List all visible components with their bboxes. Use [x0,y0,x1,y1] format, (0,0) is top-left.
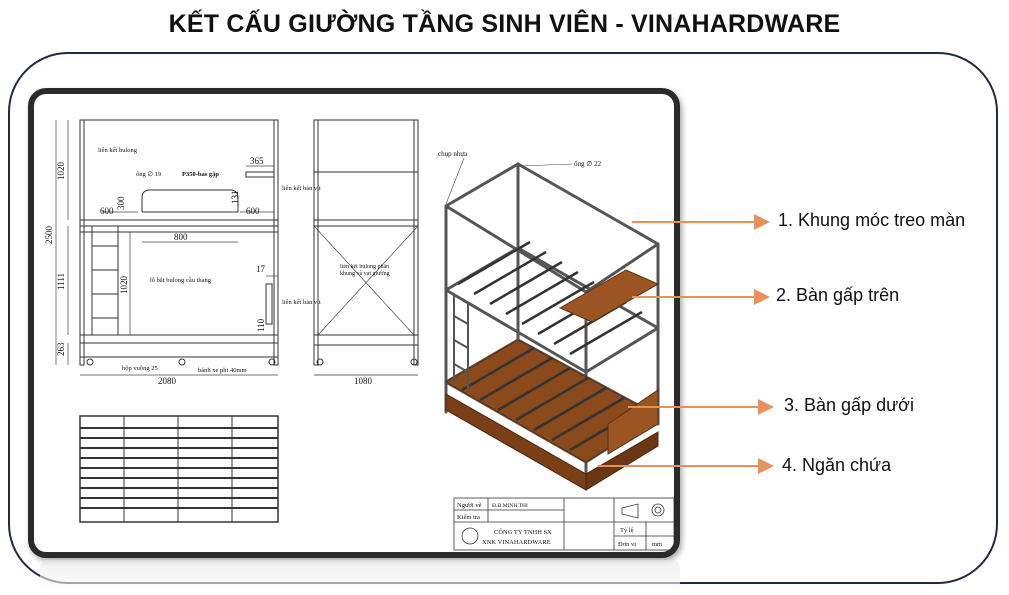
technical-drawing-card: 1020 2500 1111 1020 263 300 600 800 600 … [28,88,680,558]
front-annotations: liên kết bulong ống ∅ 19 P350-bas gập li… [98,147,321,374]
tb-kiem-tra: Kiểm tra [457,514,480,521]
dim-2500: 2500 [44,226,54,245]
dim-1111: 1111 [56,273,66,290]
tb-nguoi-ve-value: Đ.Đ.MINH THI [492,503,528,509]
dim-300: 300 [116,196,126,210]
dim-263: 263 [56,342,66,356]
tb-company-1: CÔNG TY TNHH SX [494,528,552,536]
upper-slats [457,240,643,356]
dim-800: 800 [174,232,188,242]
tb-ty-le: Tỷ lệ [620,527,634,534]
side-view [313,119,419,376]
tb-nguoi-ve: Người vẽ [457,502,482,509]
technical-drawing: 1020 2500 1111 1020 263 300 600 800 600 … [44,119,674,551]
dim-365: 365 [250,156,264,166]
title-block [453,497,674,551]
label-side-lien-ket: liên kết bulong phần khung và vạt giường [340,264,390,277]
label-lien-ket-ban-vit-2: liên kết bản vít [282,299,321,306]
label-chup-nhua: chụp nhựa [438,150,468,158]
tb-company-2: XNK VINAHARDWARE [482,539,551,546]
dim-110: 110 [256,318,266,332]
plan-view [79,415,279,523]
label-lo-bat-bulong: lỗ bắt bulong cầu thang [150,277,212,284]
front-dimension-texts: 1020 2500 1111 1020 263 300 600 800 600 … [44,156,266,386]
dim-600-left: 600 [100,206,114,216]
callout-ban-gap-duoi: 3. Bàn gấp dưới [784,395,914,415]
lower-slats [461,346,643,452]
page-title: KẾT CẤU GIƯỜNG TẦNG SINH VIÊN - VINAHARD… [168,10,841,38]
label-banh-xe: bánh xe phi 40mm [198,367,247,374]
dim-1020-top: 1020 [56,162,66,181]
label-ong-22: ống ∅ 22 [574,160,602,168]
dim-17: 17 [256,264,266,274]
tb-don-vi: Đơn vị [618,541,636,548]
front-view [79,119,279,366]
label-ong-19: ống ∅ 19 [136,171,161,178]
dim-2080: 2080 [158,376,177,386]
dim-1080: 1080 [354,376,373,386]
iso-ladder [453,294,469,392]
tb-don-vi-value: mm [652,541,662,548]
label-lien-ket-bulong: liên kết bulong [98,147,138,154]
label-lien-ket-ban-vit-1: liên kết bản vít [282,185,321,192]
callout-ban-gap-tren: 2. Bàn gấp trên [776,285,900,305]
label-p350: P350-bas gập [182,171,219,178]
dim-600-right: 600 [246,206,260,216]
label-hop-vuong: hộp vuông 25 [122,365,158,372]
front-dimension-lines [55,120,278,376]
dim-1020-lower: 1020 [119,276,129,295]
card-reflection [40,560,680,595]
callout-khung-moc-treo-man: 1. Khung móc treo màn [778,210,966,230]
upper-folding-table [558,269,660,323]
dim-131: 131 [230,191,240,205]
callout-ngan-chua: 4. Ngăn chứa [782,455,892,475]
